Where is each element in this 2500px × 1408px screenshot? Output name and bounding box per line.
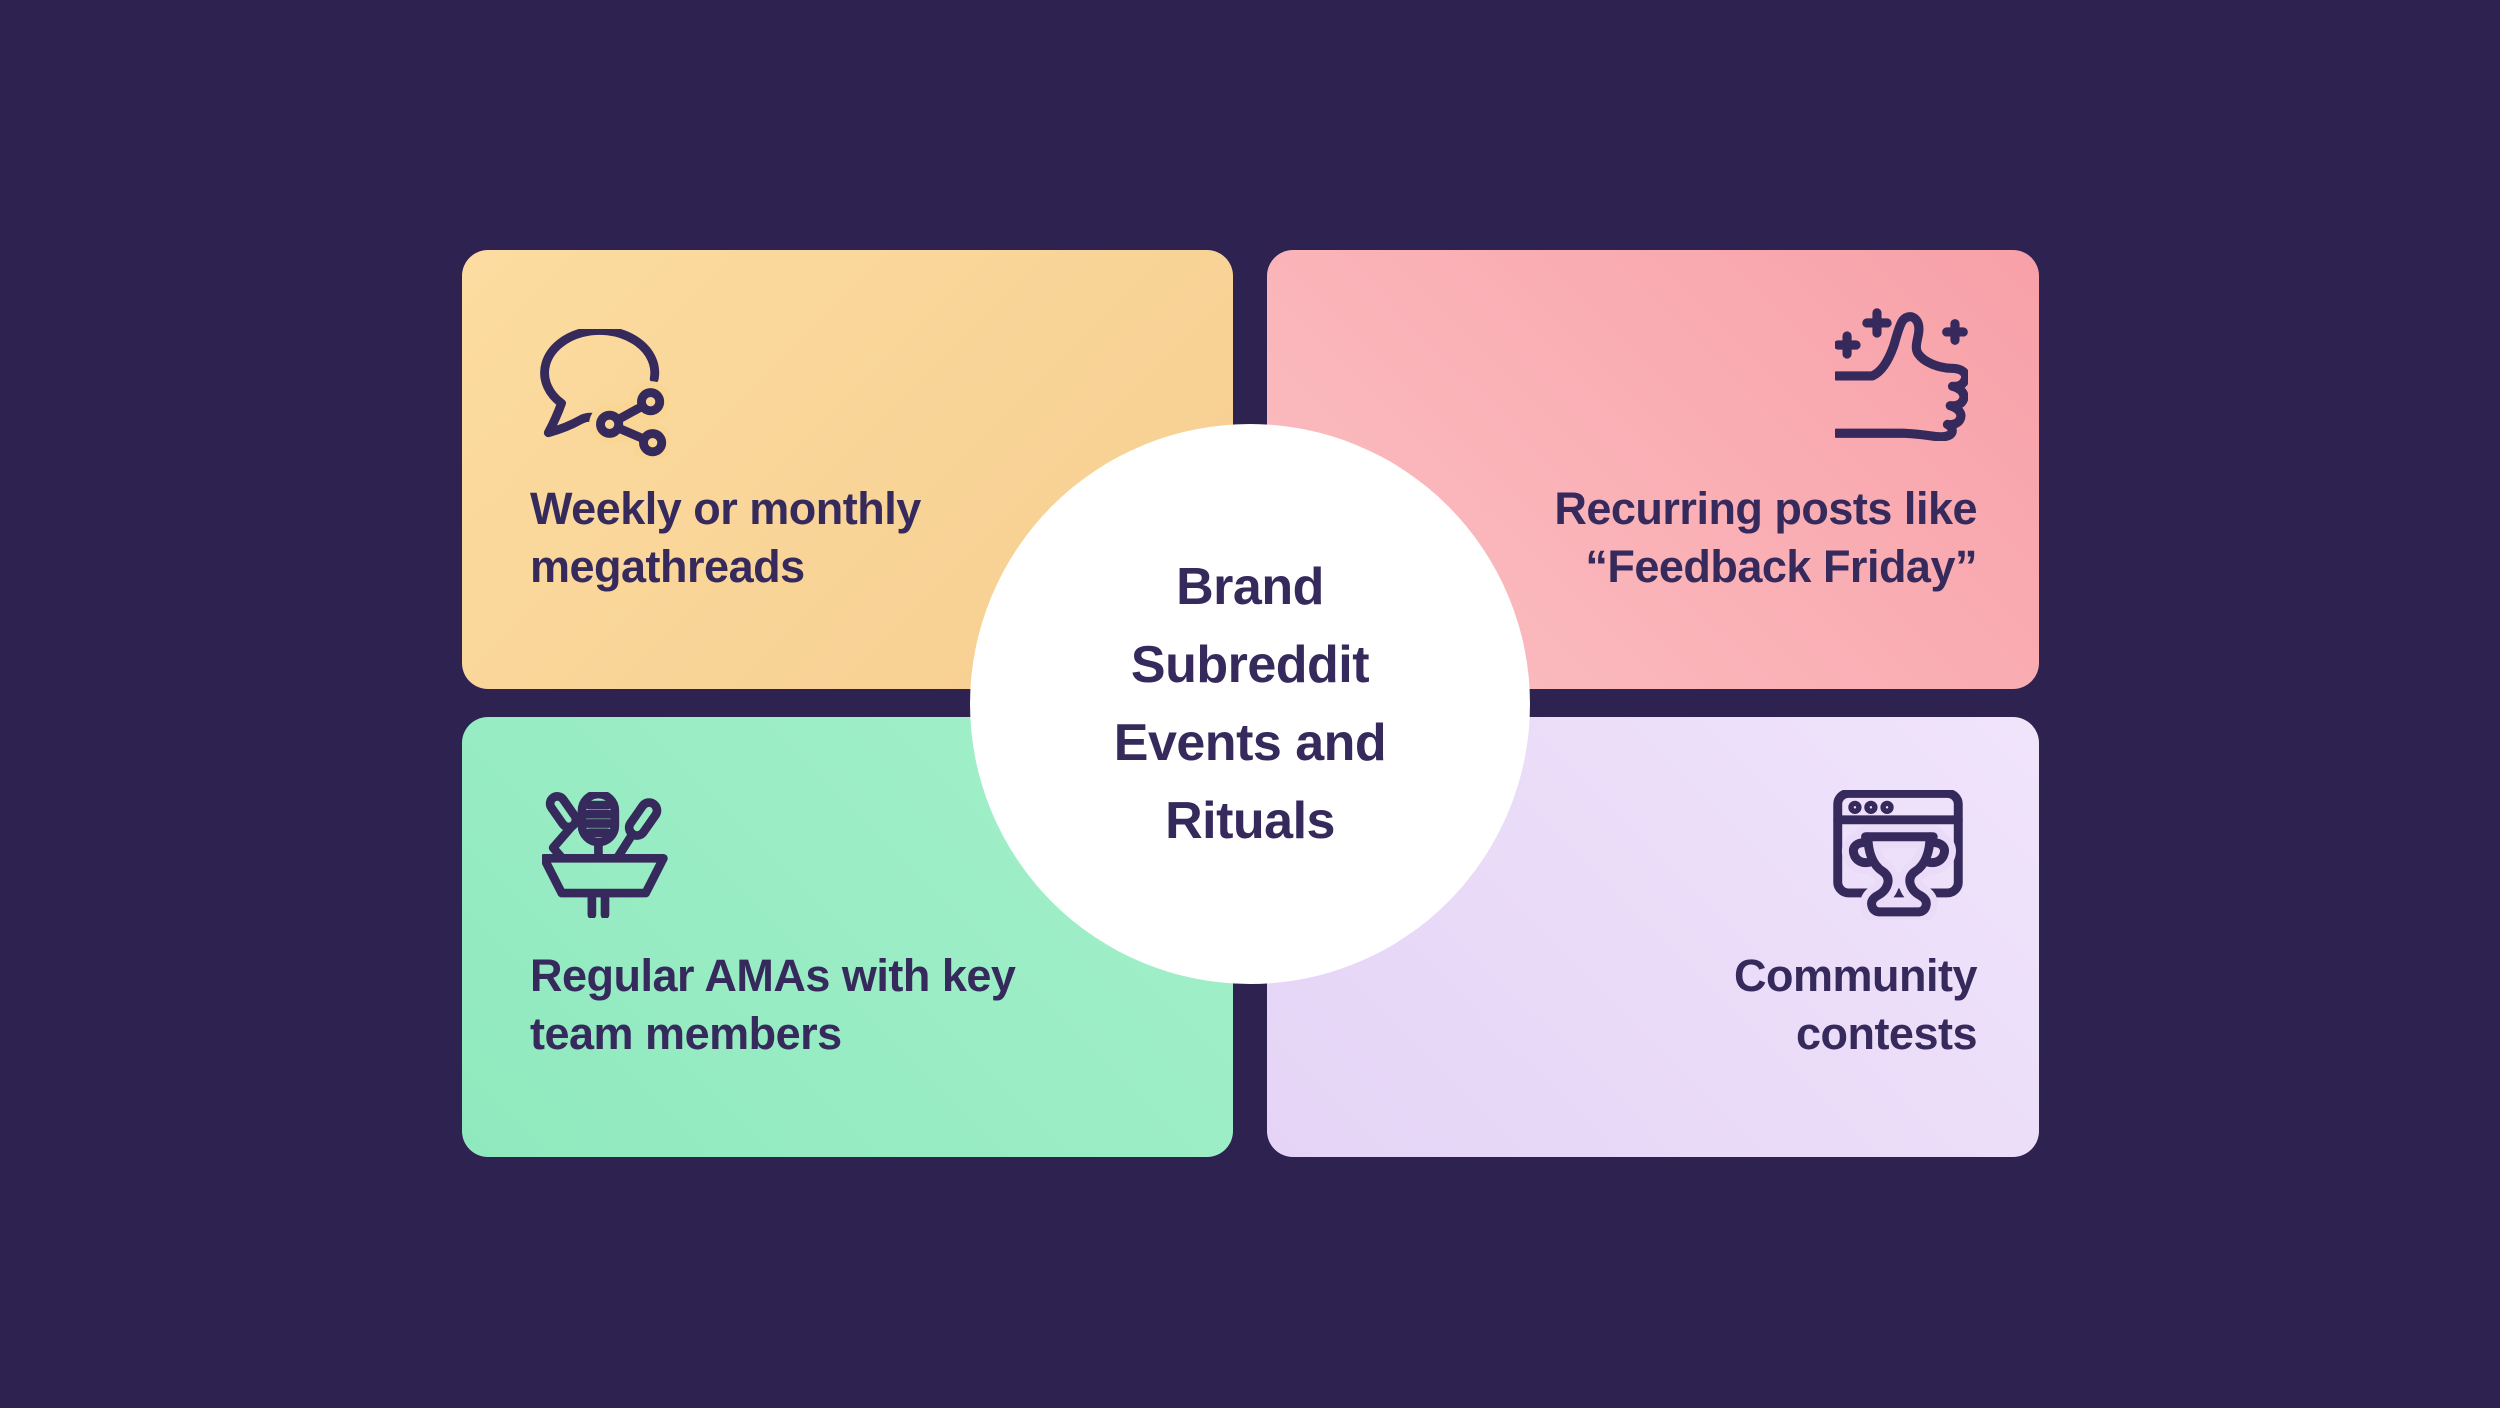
card-label-regular-amas: Regular AMAs with key team members — [530, 950, 1016, 1059]
center-title-line: Rituals — [1165, 792, 1335, 850]
browser-trophy-icon — [1833, 790, 1963, 920]
center-title-line: Subreddit — [1130, 636, 1370, 694]
card-label-recurring-posts: Recurring posts like “Feedback Friday” — [1554, 483, 1977, 592]
card-label-weekly-megathreads: Weekly or monthly megathreads — [530, 483, 921, 592]
chat-share-icon — [540, 329, 669, 458]
card-label-community-contests: Community contests — [1734, 950, 1978, 1059]
center-title-line: Brand — [1176, 558, 1324, 616]
podium-microphones-icon — [542, 792, 668, 918]
center-title-circle: Brand Subreddit Events and Rituals — [970, 424, 1530, 984]
center-title-line: Events and — [1113, 714, 1387, 772]
thumbs-up-sparkles-icon — [1835, 308, 1968, 441]
